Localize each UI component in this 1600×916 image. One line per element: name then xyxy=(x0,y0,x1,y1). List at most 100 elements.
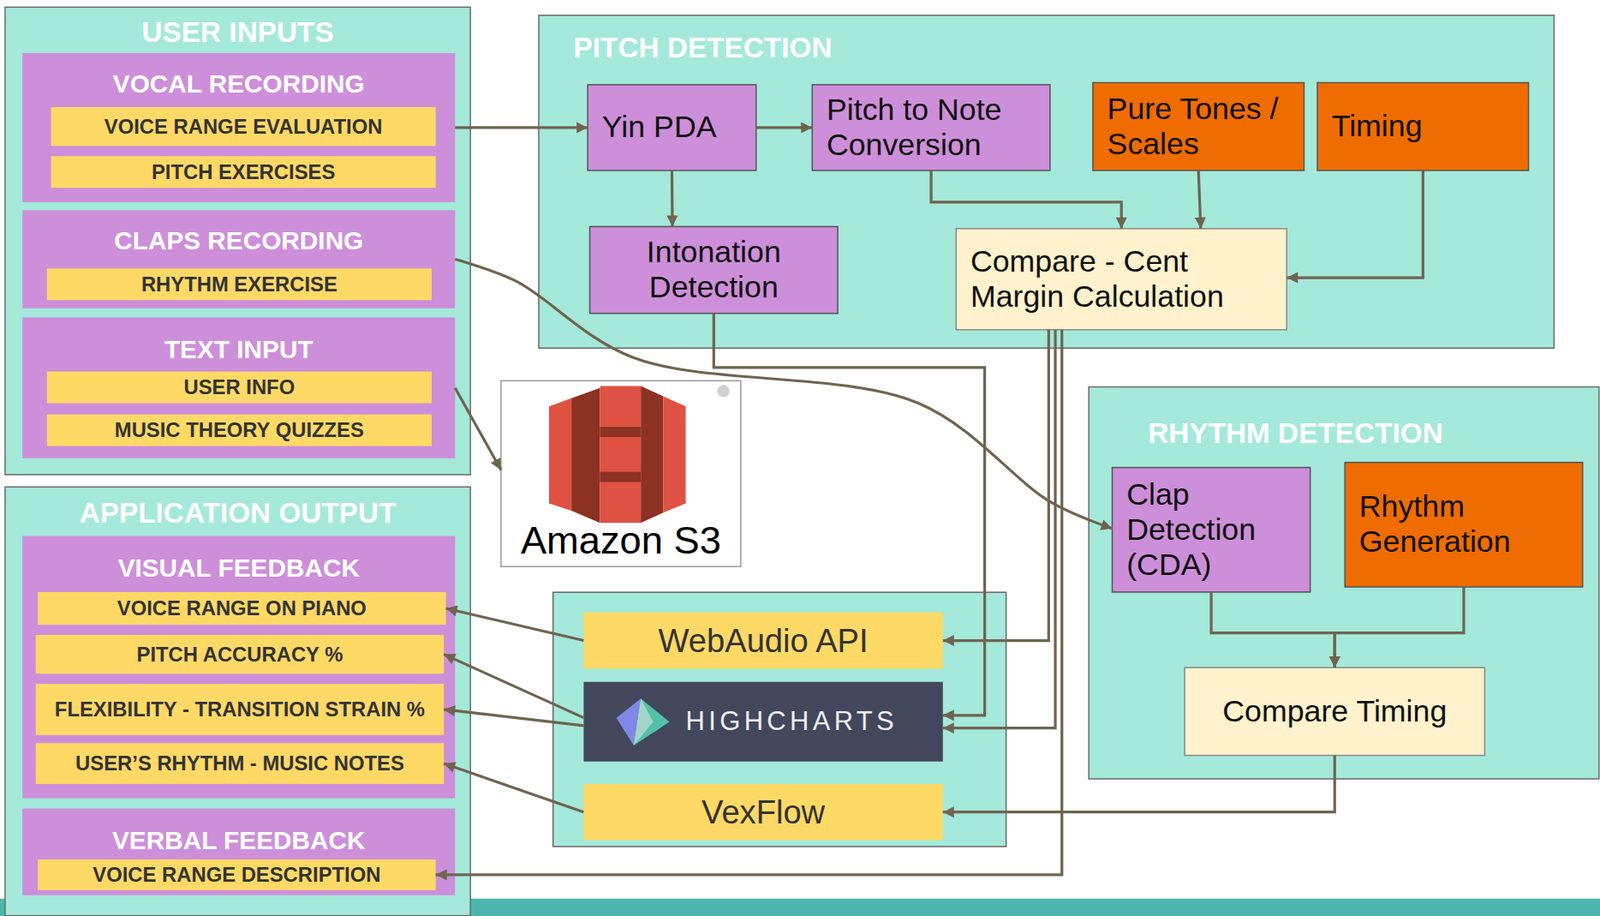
box-label: Compare Timing xyxy=(1199,693,1471,729)
s3-logo xyxy=(549,384,730,523)
process-box: Intonation Detection xyxy=(590,226,838,313)
section-box: CLAPS RECORDING RHYTHM EXERCISE xyxy=(22,209,455,308)
box-label: PITCH EXERCISES xyxy=(56,160,431,184)
highcharts-logo-part xyxy=(633,698,654,746)
compare-box: Compare Timing xyxy=(1184,667,1485,755)
section-box: VISUAL FEEDBACK VOICE RANGE ON PIANO PITCH… xyxy=(22,535,455,798)
flow-arrow xyxy=(943,329,1050,641)
group-panel: APPLICATION OUTPUT VISUAL FEEDBACK VOICE R… xyxy=(5,486,471,915)
box-label: WebAudio API xyxy=(597,621,929,660)
section-title: CLAPS RECORDING xyxy=(22,226,455,256)
library-box: VexFlow xyxy=(583,783,943,841)
box-fill xyxy=(583,681,943,762)
item-box: VOICE RANGE DESCRIPTION xyxy=(37,859,436,890)
item-box: MUSIC THEORY QUIZZES xyxy=(47,414,432,447)
box-fill xyxy=(47,268,432,300)
group-panel: USER INPUTS VOCAL RECORDING VOICE RANGE EV… xyxy=(5,6,471,475)
section-title: VOCAL RECORDING xyxy=(22,69,455,99)
section-box: VERBAL FEEDBACK VOICE RANGE DESCRIPTION xyxy=(22,808,455,896)
s3-logo-part xyxy=(600,385,642,523)
item-box: VOICE RANGE EVALUATION xyxy=(51,107,436,146)
box-label: Amazon S3 xyxy=(506,518,736,563)
box-fill xyxy=(5,486,471,915)
item-box: USER’S RHYTHM - MUSIC NOTES xyxy=(35,742,445,784)
box-fill xyxy=(811,84,1051,171)
section-title: USER INPUTS xyxy=(5,16,471,49)
item-box: USER INFO xyxy=(47,371,432,404)
generator-box: Rhythm Generation xyxy=(1344,462,1583,587)
item-box: RHYTHM EXERCISE xyxy=(47,268,432,300)
group-panel: RHYTHM DETECTIONClap Detection (CDA)Rhyt… xyxy=(1088,387,1600,779)
box-label: Rhythm Generation xyxy=(1359,489,1569,560)
item-box: VOICE RANGE ON PIANO xyxy=(37,591,447,625)
library-box: WebAudio API xyxy=(583,612,943,669)
library-box: HIGHCHARTS xyxy=(583,681,943,762)
item-box: FLEXIBILITY - TRANSITION STRAIN % xyxy=(35,683,445,735)
box-label: Intonation Detection xyxy=(603,234,824,305)
box-fill xyxy=(1088,387,1600,779)
box-fill xyxy=(37,859,436,890)
box-fill xyxy=(51,155,436,188)
highcharts-logo xyxy=(616,698,670,746)
section-title: VERBAL FEEDBACK xyxy=(22,825,455,855)
section-title: VISUAL FEEDBACK xyxy=(22,553,455,583)
flow-arrow xyxy=(454,125,588,129)
box-fill xyxy=(51,107,436,146)
box-label: Clap Detection (CDA) xyxy=(1126,477,1296,583)
box-fill xyxy=(1184,667,1485,755)
process-box: Clap Detection (CDA) xyxy=(1112,467,1311,592)
section-box: TEXT INPUT USER INFO MUSIC THEORY QUIZZES xyxy=(22,316,455,458)
box-label: USER’S RHYTHM - MUSIC NOTES xyxy=(41,751,440,775)
flow-arrow xyxy=(446,608,585,641)
box-fill xyxy=(583,612,943,669)
box-fill xyxy=(587,84,757,171)
box-label: RHYTHM EXERCISE xyxy=(52,272,427,296)
box-fill xyxy=(590,226,838,313)
flow-arrow xyxy=(454,388,502,471)
flow-arrow xyxy=(435,329,1063,875)
box-fill xyxy=(1112,467,1311,592)
box-label: PITCH ACCURACY % xyxy=(41,642,440,666)
box-fill xyxy=(22,535,455,798)
box-fill xyxy=(5,6,471,475)
library-panel xyxy=(553,591,1007,847)
flow-arrow xyxy=(443,709,584,726)
flow-arrow xyxy=(670,170,675,227)
section-title: APPLICATION OUTPUT xyxy=(5,496,471,530)
section-title: PITCH DETECTION xyxy=(538,31,1554,65)
box-label: USER INFO xyxy=(52,375,427,399)
box-fill xyxy=(37,591,447,625)
box-label: Pure Tones / Scales xyxy=(1107,91,1290,162)
process-box: Pitch to Note Conversion xyxy=(811,84,1051,171)
box-fill xyxy=(501,380,741,567)
box-fill xyxy=(583,783,943,841)
flow-arrow xyxy=(443,763,584,812)
s3-logo-part xyxy=(662,395,686,513)
generator-box: Pure Tones / Scales xyxy=(1092,82,1305,170)
section-box: VOCAL RECORDING VOICE RANGE EVALUATION PIT… xyxy=(22,53,455,203)
flow-arrow xyxy=(443,654,584,718)
box-label: VOICE RANGE DESCRIPTION xyxy=(42,862,431,886)
section-title: TEXT INPUT xyxy=(22,334,455,365)
box-fill xyxy=(22,209,455,308)
flow-arrow xyxy=(1211,591,1335,668)
box-label: Compare - Cent Margin Calculation xyxy=(970,244,1273,315)
box-fill xyxy=(35,683,445,735)
flow-arrow xyxy=(943,755,1335,812)
box-label: Yin PDA xyxy=(602,109,742,145)
flow-arrow xyxy=(756,125,813,129)
process-box: Yin PDA xyxy=(587,84,757,171)
compare-box: Compare - Cent Margin Calculation xyxy=(955,228,1287,330)
corner-icon xyxy=(717,384,730,397)
box-fill xyxy=(35,742,445,784)
box-fill xyxy=(47,414,432,447)
flow-arrow xyxy=(1198,170,1201,229)
box-label: HIGHCHARTS xyxy=(686,705,930,737)
box-fill xyxy=(955,228,1287,330)
box-label: VOICE RANGE EVALUATION xyxy=(56,114,431,138)
box-fill xyxy=(35,634,445,674)
box-label: Pitch to Note Conversion xyxy=(826,92,1036,163)
s3-logo-part xyxy=(640,385,663,523)
box-label: Timing xyxy=(1331,108,1515,144)
